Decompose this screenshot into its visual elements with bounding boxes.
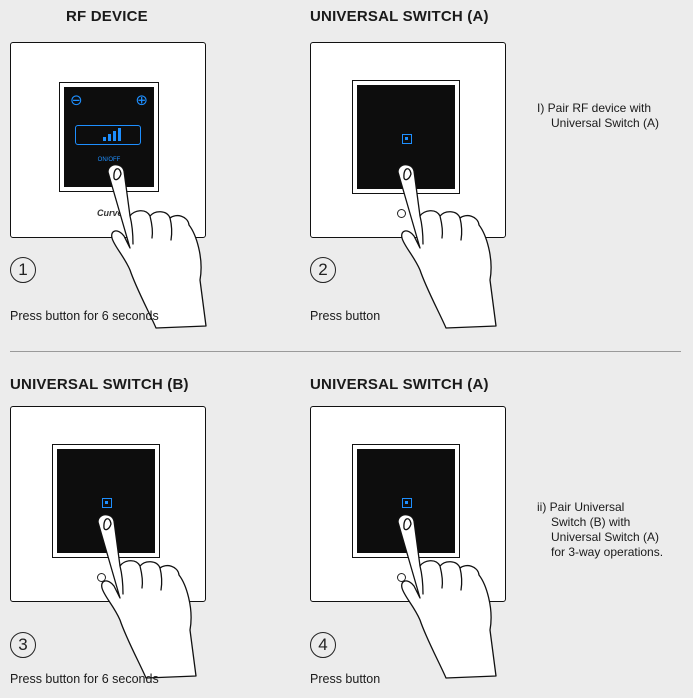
panel-title-rf-device: RF DEVICE xyxy=(66,8,148,25)
pairing-note-1-line-1: I) Pair RF device with xyxy=(537,101,659,116)
hand-pointer-icon xyxy=(390,508,540,698)
signal-bars-icon xyxy=(76,126,140,144)
step-caption-4: Press button xyxy=(310,672,380,686)
step-number-1: 1 xyxy=(10,257,36,283)
plus-circle-icon[interactable]: ⊕ xyxy=(135,91,148,109)
pairing-note-1-line-2: Universal Switch (A) xyxy=(537,116,659,131)
pairing-note-2-line-2: Switch (B) with xyxy=(537,515,663,530)
step-number-3: 3 xyxy=(10,632,36,658)
step-caption-2: Press button xyxy=(310,309,380,323)
minus-circle-icon[interactable]: ⊖ xyxy=(70,91,83,109)
led-square-icon xyxy=(402,134,412,144)
step-number-4: 4 xyxy=(310,632,336,658)
led-square-icon xyxy=(102,498,112,508)
signal-level-display xyxy=(75,125,141,145)
pairing-note-2-line-4: for 3-way operations. xyxy=(537,545,663,560)
hand-pointer-icon xyxy=(90,508,240,698)
pairing-note-2: ii) Pair Universal Switch (B) with Unive… xyxy=(537,500,663,560)
led-square-icon xyxy=(402,498,412,508)
step-number-2: 2 xyxy=(310,257,336,283)
section-divider xyxy=(10,351,681,352)
panel-title-universal-switch-b: UNIVERSAL SWITCH (B) xyxy=(10,376,189,393)
panel-title-universal-switch-a: UNIVERSAL SWITCH (A) xyxy=(310,8,489,25)
panel-title-universal-switch-a-second: UNIVERSAL SWITCH (A) xyxy=(310,376,489,393)
hand-pointer-icon xyxy=(390,158,540,348)
pairing-note-2-line-1: ii) Pair Universal xyxy=(537,500,663,515)
step-caption-3: Press button for 6 seconds xyxy=(10,672,159,686)
pairing-note-1: I) Pair RF device with Universal Switch … xyxy=(537,101,659,131)
pairing-note-2-line-3: Universal Switch (A) xyxy=(537,530,663,545)
step-caption-1: Press button for 6 seconds xyxy=(10,309,159,323)
